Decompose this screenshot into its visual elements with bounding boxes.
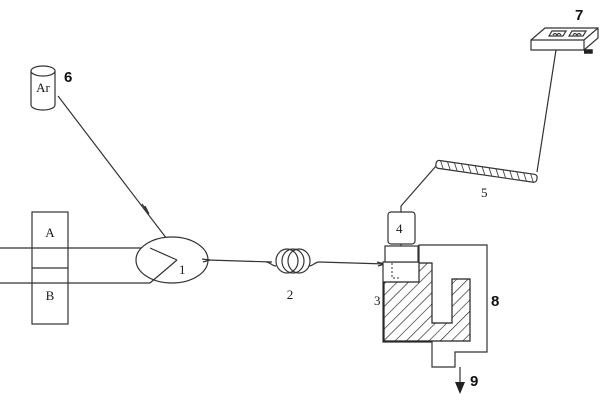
coil-lead-out [308, 261, 320, 267]
separator-inner-tube [391, 263, 401, 279]
coil-lead-in [265, 261, 277, 267]
mixer-outlet-arrow [201, 258, 211, 263]
separator-liquid-region [383, 262, 471, 342]
atomizer-to-detector-line [536, 49, 557, 173]
argon-cylinder-top [30, 65, 56, 77]
coil-loop-1 [275, 248, 299, 274]
label-4: 4 [396, 221, 403, 236]
argon-label: Ar [36, 80, 50, 95]
mixer-inlet-a [149, 247, 178, 261]
detector-signal-right [572, 32, 582, 37]
argon-flow-arrow [141, 203, 150, 215]
argon-gas-line [57, 95, 171, 244]
dryer-unit: 4 [384, 206, 419, 263]
detector-instrument: 7 [530, 7, 599, 54]
atomizer-heating-coil [440, 160, 534, 183]
detector-edges [531, 27, 599, 50]
argon-cylinder: Ar [30, 65, 56, 111]
mixing-chamber: 1 [135, 236, 209, 284]
box-a-label: A [45, 225, 55, 240]
label-1: 1 [179, 262, 186, 277]
detector-foot [584, 49, 593, 54]
dryer-base [384, 245, 419, 263]
label-7: 7 [575, 7, 583, 24]
gas-liquid-separator: 3 8 [374, 244, 499, 368]
atomizer-tube [435, 159, 538, 183]
label-2: 2 [287, 287, 294, 302]
mixer-outlet-line [207, 259, 273, 263]
detector-signal-left [552, 32, 562, 37]
drain-arrow [455, 382, 465, 394]
label-6: 6 [64, 69, 72, 86]
box-b-label: B [46, 288, 55, 303]
label-9: 9 [470, 373, 478, 390]
dryer-to-atomizer-line [400, 165, 437, 207]
mixing-chamber-body [135, 236, 209, 284]
label-3: 3 [374, 293, 381, 308]
coil-to-separator-line [318, 261, 386, 265]
reaction-coil: 2 [265, 248, 320, 302]
label-5: 5 [481, 185, 488, 200]
argon-cylinder-body [30, 71, 56, 111]
sample-box: A B [31, 211, 69, 325]
quartz-atomizer: 5 [435, 159, 538, 200]
mixer-inlet-b [149, 259, 178, 284]
label-8: 8 [491, 293, 499, 310]
coil-loop-3 [287, 248, 311, 274]
coil-loop-2 [281, 248, 305, 274]
